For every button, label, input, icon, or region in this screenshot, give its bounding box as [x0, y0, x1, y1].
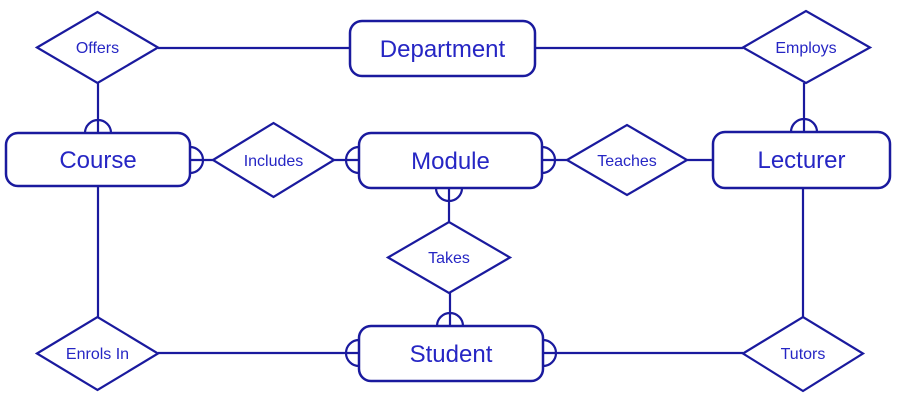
relationship-includes-label: Includes [244, 153, 304, 170]
relationship-takes-shape[interactable] [385, 220, 513, 295]
relationship-enrols-in[interactable]: Enrols In [34, 315, 161, 392]
arc-module-left-icon [344, 145, 360, 175]
entity-module[interactable]: Module [357, 131, 544, 190]
relationship-employs-label: Employs [775, 40, 836, 57]
notation-arcs [83, 117, 819, 368]
arc-lecturer-top-icon [789, 117, 819, 133]
relationship-employs-shape[interactable] [740, 9, 873, 85]
entity-course[interactable]: Course [4, 131, 192, 188]
entity-course-label: Course [59, 147, 136, 174]
relationship-employs[interactable]: Employs [740, 9, 873, 85]
arc-course-top-icon [83, 118, 113, 134]
entity-department-label: Department [380, 36, 506, 63]
relationship-takes-label: Takes [428, 250, 470, 267]
relationship-offers-label: Offers [76, 40, 119, 57]
entity-student-shape[interactable] [357, 324, 545, 383]
relationship-tutors-shape[interactable] [740, 315, 866, 393]
entity-student-label: Student [410, 341, 493, 368]
relationship-teaches[interactable]: Teaches [564, 123, 690, 197]
arc-module-right-icon [541, 145, 557, 175]
entity-lecturer-label: Lecturer [757, 147, 845, 174]
relationship-offers[interactable]: Offers [34, 10, 161, 85]
relationship-offers-shape[interactable] [34, 10, 161, 85]
entity-module-label: Module [411, 148, 490, 175]
entity-lecturer-shape[interactable] [711, 130, 892, 190]
entity-module-shape[interactable] [357, 131, 544, 190]
entity-department-shape[interactable] [348, 19, 537, 78]
relationship-includes-shape[interactable] [210, 121, 337, 199]
relationship-teaches-label: Teaches [597, 153, 657, 170]
entity-student[interactable]: Student [357, 324, 545, 383]
arc-student-right-icon [542, 338, 558, 368]
relationship-enrols-in-label: Enrols In [66, 346, 129, 363]
relationship-includes[interactable]: Includes [210, 121, 337, 199]
arc-module-bottom-icon [434, 187, 464, 203]
relationship-tutors[interactable]: Tutors [740, 315, 866, 393]
relationship-tutors-label: Tutors [781, 346, 826, 363]
entity-lecturer[interactable]: Lecturer [711, 130, 892, 190]
relationship-enrols-in-shape[interactable] [34, 315, 161, 392]
relationship-takes[interactable]: Takes [385, 220, 513, 295]
entity-department[interactable]: Department [348, 19, 537, 78]
arc-student-left-icon [344, 338, 360, 368]
arc-course-right-icon [189, 145, 205, 175]
entity-course-shape[interactable] [4, 131, 192, 188]
relationship-teaches-shape[interactable] [564, 123, 690, 197]
edges [96, 46, 806, 355]
arc-student-top-icon [435, 311, 465, 327]
